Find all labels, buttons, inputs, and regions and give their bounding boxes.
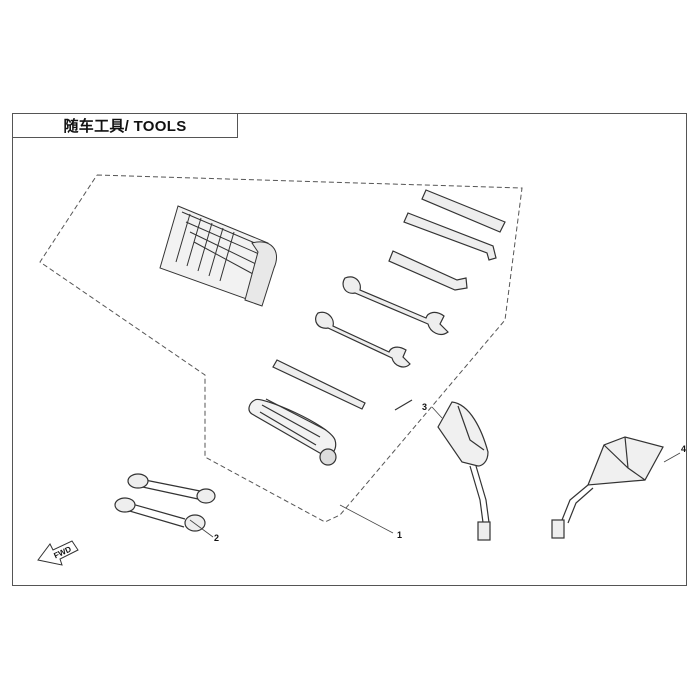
wrenches	[315, 276, 449, 368]
callout-4: 4	[681, 444, 686, 454]
mirror-left	[437, 401, 491, 541]
toolkit-group-outline	[39, 174, 523, 523]
callout-1: 1	[397, 530, 402, 540]
hex-keys	[388, 189, 506, 291]
callout-3: 3	[422, 402, 427, 412]
tool-pouch	[159, 205, 277, 307]
fwd-arrow-icon: FWD	[37, 540, 79, 566]
diagram-frame	[12, 113, 687, 586]
mirror-right	[551, 436, 664, 539]
callout-2: 2	[214, 533, 219, 543]
page-title: 随车工具/ TOOLS	[12, 113, 238, 138]
leader-lines	[189, 406, 681, 538]
rubber-straps	[114, 473, 216, 532]
screwdriver	[248, 359, 413, 466]
